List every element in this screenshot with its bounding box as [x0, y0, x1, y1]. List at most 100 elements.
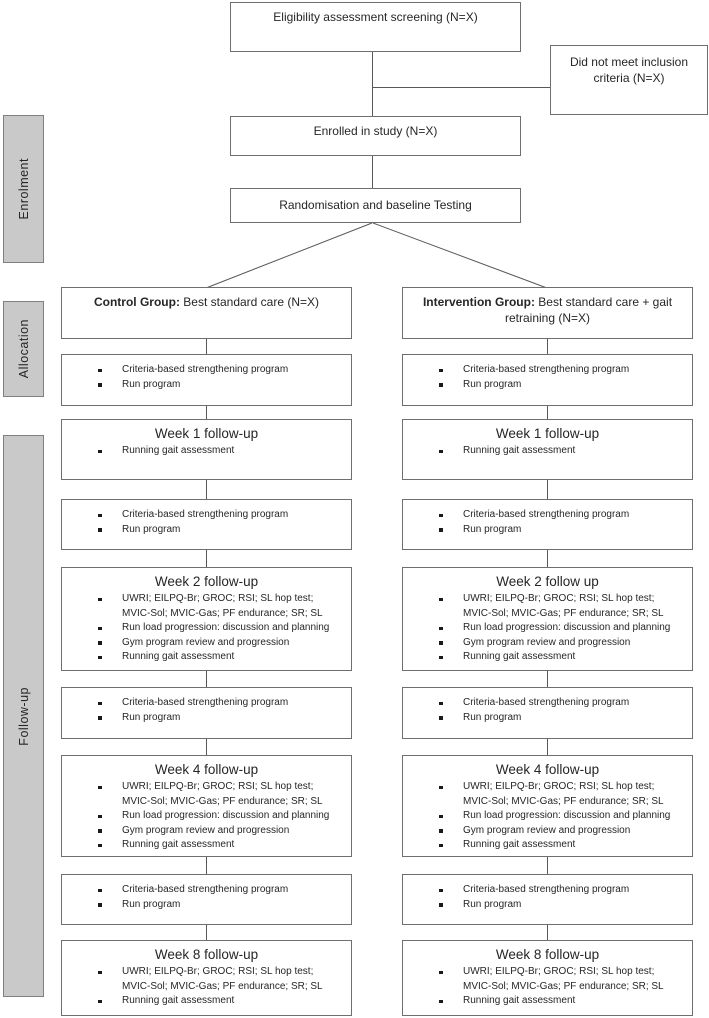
bullet-square-icon [439, 838, 463, 853]
bullet-item: Run load progression: discussion and pla… [403, 809, 692, 824]
control-group-box: Control Group: Best standard care (N=X) [61, 287, 352, 339]
program-box: Criteria-based strengthening program Run… [61, 499, 352, 550]
bullet-square-icon [439, 711, 463, 726]
bullet-text: Criteria-based strengthening program [122, 697, 289, 708]
program-box: Criteria-based strengthening program Run… [402, 687, 693, 739]
bullet-square-icon [439, 363, 463, 378]
bullet-text: Running gait assessment [463, 839, 576, 850]
bullet-square-icon [98, 378, 122, 393]
followup-label: Follow-up [16, 686, 31, 746]
bullet-square-icon [439, 696, 463, 711]
bullet-item: Running gait assessment [62, 994, 351, 1009]
week2-followup-box: Week 2 follow up UWRI; EILPQ-Br; GROC; R… [402, 567, 693, 671]
bullet-item: UWRI; EILPQ-Br; GROC; RSI; SL hop test; M… [62, 965, 351, 994]
bullet-square-icon [439, 824, 463, 839]
program-box: Criteria-based strengthening program Run… [61, 874, 352, 925]
bullet-item: Running gait assessment [62, 650, 351, 665]
week-title: Week 8 follow-up [495, 947, 600, 962]
bullet-square-icon [439, 898, 463, 913]
bullet-square-icon [439, 809, 463, 824]
bullet-text: Running gait assessment [463, 651, 576, 662]
bullet-text: Run program [463, 711, 522, 723]
bullet-text: Criteria-based strengthening program [122, 884, 289, 895]
bullet-item: Running gait assessment [62, 838, 351, 853]
bullet-text: Run program [463, 378, 522, 390]
bullet-item: Gym program review and progression [403, 824, 692, 839]
bullet-square-icon [439, 378, 463, 393]
program-box: Criteria-based strengthening program Run… [402, 874, 693, 925]
bullet-text: Run load progression: discussion and pla… [463, 622, 671, 633]
bullet-square-icon [98, 809, 122, 824]
intervention-group-subtitle: Best standard care + gait retraining (N=… [504, 295, 673, 325]
week8-followup-box: Week 8 follow-up UWRI; EILPQ-Br; GROC; R… [402, 940, 693, 1016]
bullet-square-icon [98, 898, 122, 913]
bullet-text: MVIC-Sol; MVIC-Gas; PF endurance; SR; SL [463, 795, 664, 807]
bullet-square-icon [98, 523, 122, 538]
bullet-item: Run program [62, 711, 351, 726]
bullet-text: Running gait assessment [122, 839, 235, 850]
bullet-square-icon [439, 994, 463, 1009]
bullet-square-icon [439, 444, 463, 459]
bullet-square-icon [98, 592, 122, 621]
bullet-item: Run program [403, 711, 692, 726]
week1-followup-box: Week 1 follow-up Running gait assessment [402, 419, 693, 480]
bullet-square-icon [98, 363, 122, 378]
bullet-text: Gym program review and progression [463, 636, 631, 648]
bullet-square-icon [98, 838, 122, 853]
week2-followup-box: Week 2 follow-up UWRI; EILPQ-Br; GROC; R… [61, 567, 352, 671]
program-box: Criteria-based strengthening program Run… [61, 354, 352, 406]
bullet-text: MVIC-Sol; MVIC-Gas; PF endurance; SR; SL [463, 980, 664, 992]
bullet-item: Running gait assessment [62, 444, 351, 459]
bullet-text: Gym program review and progression [122, 636, 290, 648]
bullet-square-icon [98, 965, 122, 994]
program-box: Criteria-based strengthening program Run… [402, 499, 693, 550]
bullet-square-icon [98, 696, 122, 711]
bullet-text: Running gait assessment [122, 995, 235, 1006]
bullet-text: Run load progression: discussion and pla… [122, 810, 330, 821]
bullet-square-icon [439, 523, 463, 538]
bullet-item: Gym program review and progression [62, 636, 351, 651]
bullet-item: UWRI; EILPQ-Br; GROC; RSI; SL hop test;M… [403, 780, 692, 809]
bullet-text: Run program [463, 523, 522, 535]
bullet-item: Run program [403, 898, 692, 913]
intervention-group-title: Intervention Group: [422, 295, 535, 309]
week4-followup-box: Week 4 follow-up UWRI; EILPQ-Br; GROC; R… [61, 755, 352, 857]
bullet-text: UWRI; EILPQ-Br; GROC; RSI; SL hop test; [463, 966, 655, 977]
allocation-label: Allocation [16, 319, 31, 379]
bullet-item: Criteria-based strengthening program [62, 696, 351, 711]
eligibility-box: Eligibility assessment screening (N=X) [230, 2, 521, 52]
bullet-item: Gym program review and progression [62, 824, 351, 839]
bullet-item: Criteria-based strengthening program [62, 883, 351, 898]
bullet-item: Running gait assessment [403, 650, 692, 665]
bullet-text: MVIC-Sol; MVIC-Gas; PF endurance; SR; SL [122, 980, 323, 992]
bullet-text: Criteria-based strengthening program [463, 697, 630, 708]
phase-label-followup: Follow-up [3, 435, 44, 997]
bullet-text: UWRI; EILPQ-Br; GROC; RSI; SL hop test; [122, 593, 314, 604]
bullet-text: Criteria-based strengthening program [122, 364, 289, 375]
control-group-subtitle: Best standard care (N=X) [179, 295, 320, 309]
bullet-square-icon [98, 444, 122, 459]
intervention-group-box: Intervention Group: Best standard care +… [402, 287, 693, 339]
bullet-item: UWRI; EILPQ-Br; GROC; RSI; SL hop test;M… [62, 592, 351, 621]
bullet-text: MVIC-Sol; MVIC-Gas; PF endurance; SR; SL [122, 795, 323, 807]
bullet-text: MVIC-Sol; MVIC-Gas; PF endurance; SR; SL [463, 607, 664, 619]
week-title: Week 4 follow-up [495, 762, 600, 777]
bullet-square-icon [98, 650, 122, 665]
bullet-text: Run program [463, 898, 522, 910]
program-box: Criteria-based strengthening program Run… [61, 687, 352, 739]
randomisation-text: Randomisation and baseline Testing [279, 198, 472, 212]
bullet-item: Running gait assessment [403, 838, 692, 853]
bullet-text: Gym program review and progression [463, 824, 631, 836]
bullet-square-icon [98, 824, 122, 839]
bullet-text: Running gait assessment [463, 445, 576, 456]
bullet-text: UWRI; EILPQ-Br; GROC; RSI; SL hop test; [122, 781, 314, 792]
bullet-item: Run load progression: discussion and pla… [62, 809, 351, 824]
enrolled-box: Enrolled in study (N=X) [230, 116, 521, 156]
eligibility-text: Eligibility assessment screening (N=X) [273, 10, 478, 24]
bullet-square-icon [98, 636, 122, 651]
week1-followup-box: Week 1 follow-up Running gait assessment [61, 419, 352, 480]
bullet-text: UWRI; EILPQ-Br; GROC; RSI; SL hop test; [122, 966, 314, 977]
bullet-square-icon [98, 994, 122, 1009]
bullet-square-icon [439, 965, 463, 994]
bullet-item: Run program [62, 523, 351, 538]
